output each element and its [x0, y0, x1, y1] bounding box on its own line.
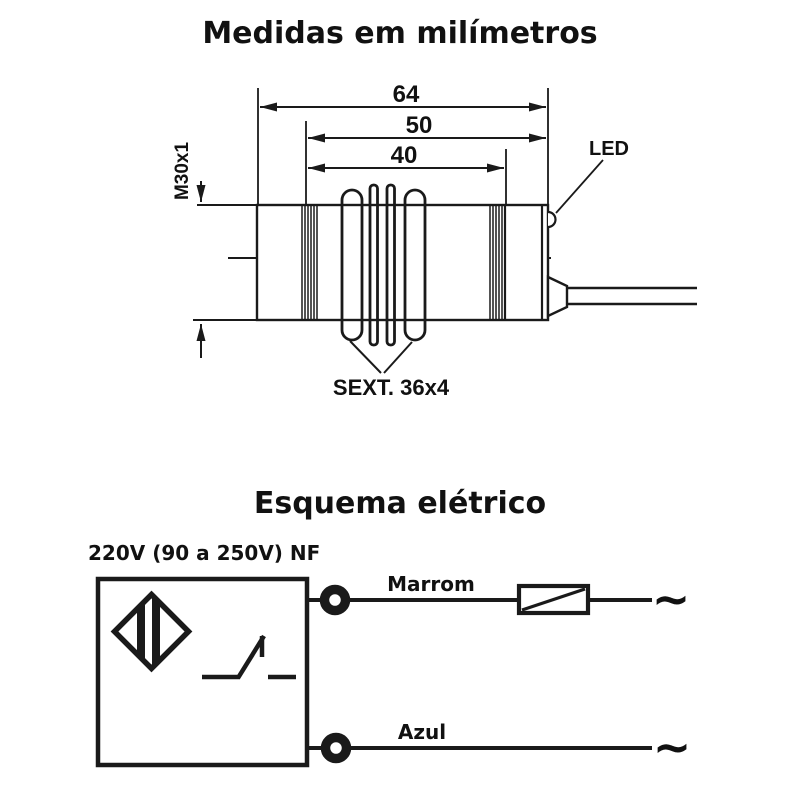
- ac-symbol-top: ~: [652, 572, 691, 626]
- dim-text-40: 40: [391, 142, 418, 169]
- led-label: LED: [589, 138, 629, 160]
- hex-leader-left: [349, 340, 382, 374]
- sensor-diamond: [110, 590, 193, 673]
- dim-text-50: 50: [406, 112, 433, 139]
- proximity-sensor-symbol: [110, 590, 193, 673]
- nut-washer-left: [368, 183, 379, 347]
- led-bump: [547, 210, 557, 229]
- blue-wire-label: Azul: [398, 720, 446, 744]
- dim-text-64: 64: [393, 81, 420, 108]
- nut-lobe-right: [403, 188, 427, 342]
- hex-leader-right: [383, 341, 413, 374]
- brown-wire-label: Marrom: [387, 572, 475, 596]
- thread-hatch-right: [489, 205, 503, 320]
- nc-contact-symbol: [202, 634, 296, 680]
- sensor-box: [95, 576, 310, 768]
- sensor-drawing: [228, 183, 697, 347]
- schematic-title: Esquema elétrico: [253, 486, 547, 521]
- schematic-drawing: [95, 576, 652, 768]
- nut-lobe-left: [340, 188, 364, 342]
- thread-hatch-left: [301, 205, 318, 320]
- cable-strain-relief: [546, 275, 569, 318]
- hex-nut-label: SEXT. 36x4: [333, 375, 450, 400]
- nut-washer-right: [385, 183, 396, 347]
- dimensions-title: Medidas em milímetros: [202, 16, 598, 51]
- dimension-annotations: [193, 88, 604, 374]
- terminal-ring-top: [319, 584, 351, 616]
- terminal-ring-bottom: [320, 732, 352, 764]
- ac-symbol-bottom: ~: [653, 720, 692, 774]
- thread-spec-text: M30x1: [172, 142, 193, 201]
- contact-blade: [236, 634, 266, 680]
- load-diagonal: [521, 587, 586, 612]
- hex-nut-assembly: [340, 183, 427, 347]
- supply-voltage-label: 220V (90 a 250V) NF: [88, 541, 320, 565]
- led-leader-line: [555, 159, 604, 214]
